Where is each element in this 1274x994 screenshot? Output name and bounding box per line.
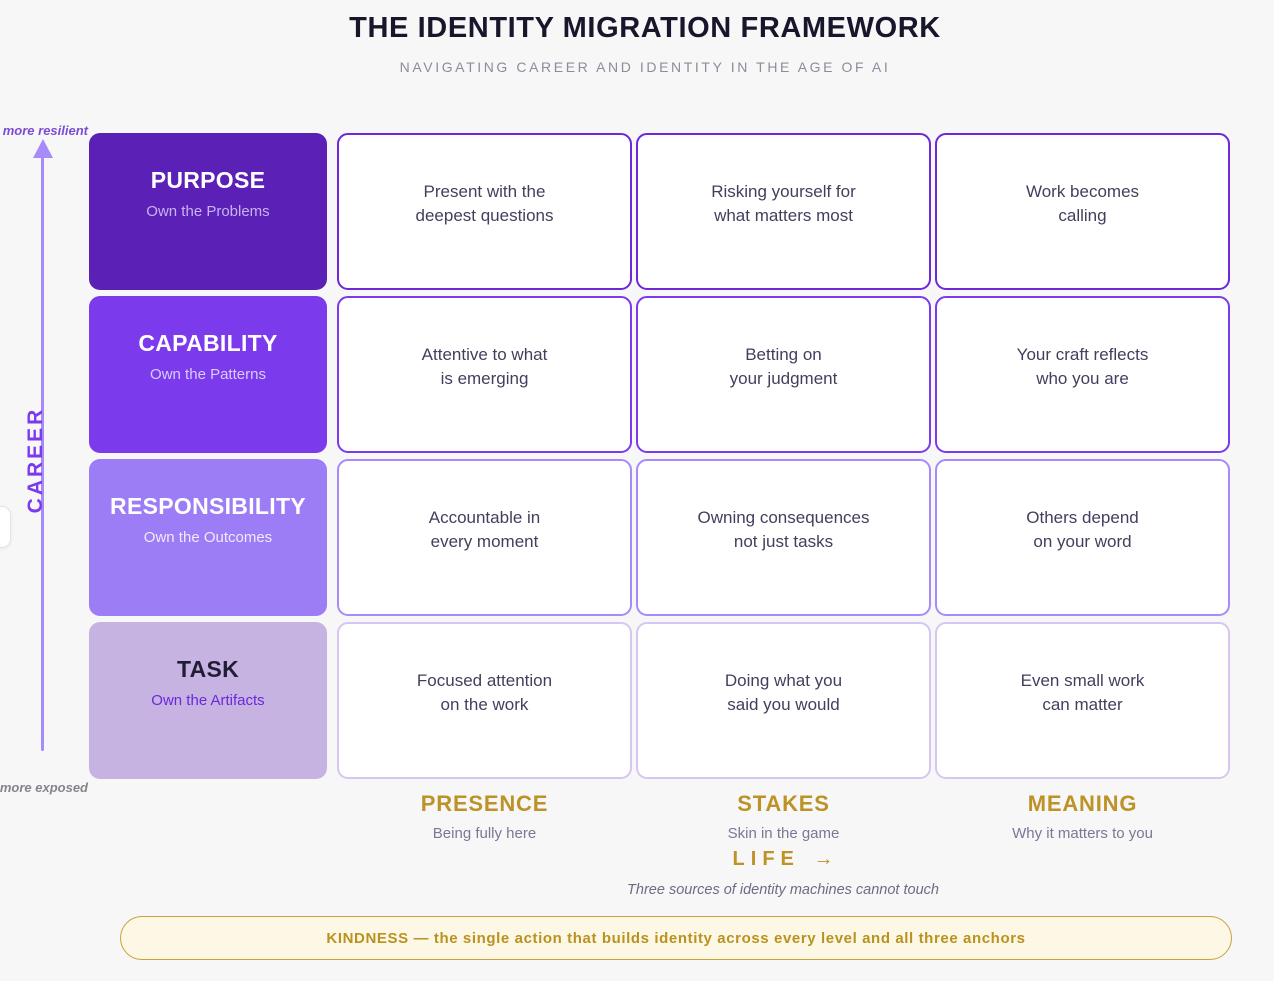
column-subtitle: Skin in the game bbox=[727, 825, 840, 842]
axis-bottom-label: more exposed bbox=[0, 780, 88, 795]
matrix-cell-capability-stakes: Betting on your judgment bbox=[636, 296, 931, 453]
matrix-cell-task-meaning: Even small work can matter bbox=[935, 622, 1230, 779]
column-presence: PRESENCE Being fully here bbox=[337, 791, 632, 842]
life-axis: LIFE → bbox=[636, 848, 930, 871]
row-label-subtitle: Own the Problems bbox=[146, 203, 270, 220]
row-label-subtitle: Own the Outcomes bbox=[143, 529, 273, 546]
matrix-cell-purpose-meaning: Work becomes calling bbox=[935, 133, 1230, 290]
row-label-title: CAPABILITY bbox=[138, 330, 278, 356]
row-label-capability: CAPABILITY Own the Patterns bbox=[89, 296, 327, 453]
matrix-cell-capability-presence: Attentive to what is emerging bbox=[337, 296, 632, 453]
matrix-cell-responsibility-presence: Accountable in every moment bbox=[337, 459, 632, 616]
row-label-title: TASK bbox=[176, 656, 240, 682]
page-title: THE IDENTITY MIGRATION FRAMEWORK bbox=[349, 12, 941, 44]
column-subtitle: Being fully here bbox=[432, 825, 537, 842]
row-label-subtitle: Own the Artifacts bbox=[151, 692, 265, 709]
life-label: LIFE bbox=[732, 848, 800, 870]
row-label-title: PURPOSE bbox=[150, 167, 266, 193]
column-stakes: STAKES Skin in the game bbox=[636, 791, 931, 842]
row-task: TASK Own the Artifacts Focused attention… bbox=[89, 622, 1230, 779]
column-title: STAKES bbox=[737, 791, 830, 816]
matrix-cell-responsibility-stakes: Owning consequences not just tasks bbox=[636, 459, 931, 616]
row-label-task: TASK Own the Artifacts bbox=[89, 622, 327, 779]
matrix-cell-purpose-presence: Present with the deepest questions bbox=[337, 133, 632, 290]
column-title: PRESENCE bbox=[420, 791, 549, 816]
row-label-purpose: PURPOSE Own the Problems bbox=[89, 133, 327, 290]
row-capability: CAPABILITY Own the Patterns Attentive to… bbox=[89, 296, 1230, 453]
axis-arrow-up-icon bbox=[33, 139, 53, 158]
matrix-cell-capability-meaning: Your craft reflects who you are bbox=[935, 296, 1230, 453]
life-axis-note: Three sources of identity machines canno… bbox=[627, 882, 939, 898]
column-footers: PRESENCE Being fully here STAKES Skin in… bbox=[337, 791, 1234, 842]
kindness-banner: KINDNESS — the single action that builds… bbox=[120, 916, 1232, 960]
row-label-title: RESPONSIBILITY bbox=[110, 493, 306, 519]
framework-header: THE IDENTITY MIGRATION FRAMEWORK NAVIGAT… bbox=[16, 0, 1274, 75]
matrix-cell-task-presence: Focused attention on the work bbox=[337, 622, 632, 779]
bottom-edge-strip bbox=[0, 981, 1274, 994]
row-label-responsibility: RESPONSIBILITY Own the Outcomes bbox=[89, 459, 327, 616]
right-arrow-icon: → bbox=[813, 848, 834, 870]
matrix-cell-task-stakes: Doing what you said you would bbox=[636, 622, 931, 779]
axis-top-label: more resilient bbox=[2, 123, 88, 138]
row-purpose: PURPOSE Own the Problems Present with th… bbox=[89, 133, 1230, 290]
axis-career-label: CAREER bbox=[24, 406, 47, 514]
page-subtitle: NAVIGATING CAREER AND IDENTITY IN THE AG… bbox=[399, 59, 891, 75]
column-title: MEANING bbox=[1027, 791, 1138, 816]
matrix-cell-responsibility-meaning: Others depend on your word bbox=[935, 459, 1230, 616]
axis-line bbox=[41, 156, 44, 751]
matrix-grid: PURPOSE Own the Problems Present with th… bbox=[89, 133, 1230, 785]
kindness-banner-text: KINDNESS — the single action that builds… bbox=[326, 929, 1026, 947]
column-subtitle: Why it matters to you bbox=[1012, 825, 1153, 842]
side-panel-handle[interactable] bbox=[0, 506, 11, 548]
matrix-cell-purpose-stakes: Risking yourself for what matters most bbox=[636, 133, 931, 290]
column-meaning: MEANING Why it matters to you bbox=[935, 791, 1230, 842]
row-label-subtitle: Own the Patterns bbox=[150, 366, 266, 383]
row-responsibility: RESPONSIBILITY Own the Outcomes Accounta… bbox=[89, 459, 1230, 616]
